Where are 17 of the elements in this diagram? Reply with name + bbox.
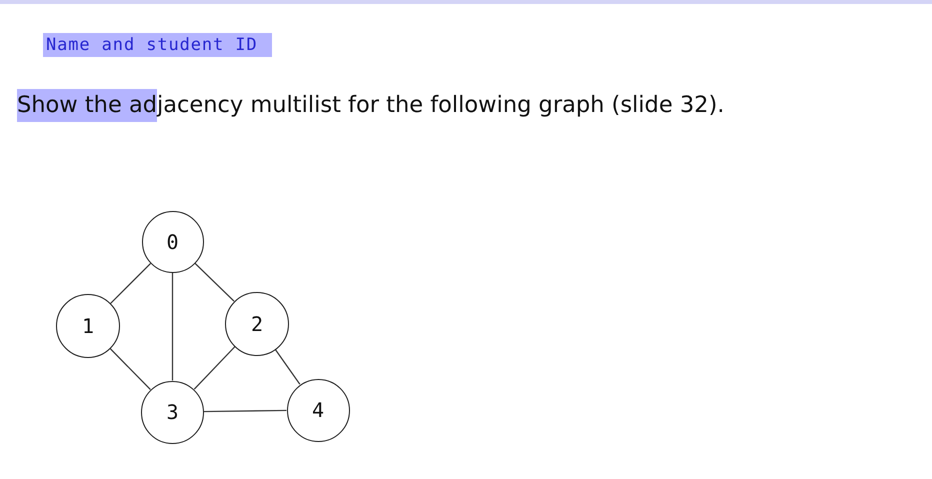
vertex-number: 0 — [166, 230, 179, 254]
graph-edge — [110, 263, 151, 304]
graph-edge — [172, 272, 174, 380]
graph-edge — [274, 349, 300, 385]
vertex-circle — [141, 380, 204, 444]
vertex-number: 4 — [312, 398, 324, 422]
graph-edge — [204, 410, 287, 412]
graph-edge — [110, 348, 151, 390]
vertex-circle — [56, 294, 120, 358]
question-text: Show the adjacency multilist for the following graph (slide 32). — [17, 89, 724, 122]
name-placeholder-text: Name and student ID — [43, 33, 272, 57]
vertex-number: 1 — [82, 314, 94, 338]
vertex-circle — [142, 210, 204, 272]
graph-edge — [194, 262, 234, 302]
graph-edge — [194, 346, 236, 390]
vertex-number: 3 — [166, 400, 179, 424]
vertex-number: 2 — [250, 312, 264, 336]
